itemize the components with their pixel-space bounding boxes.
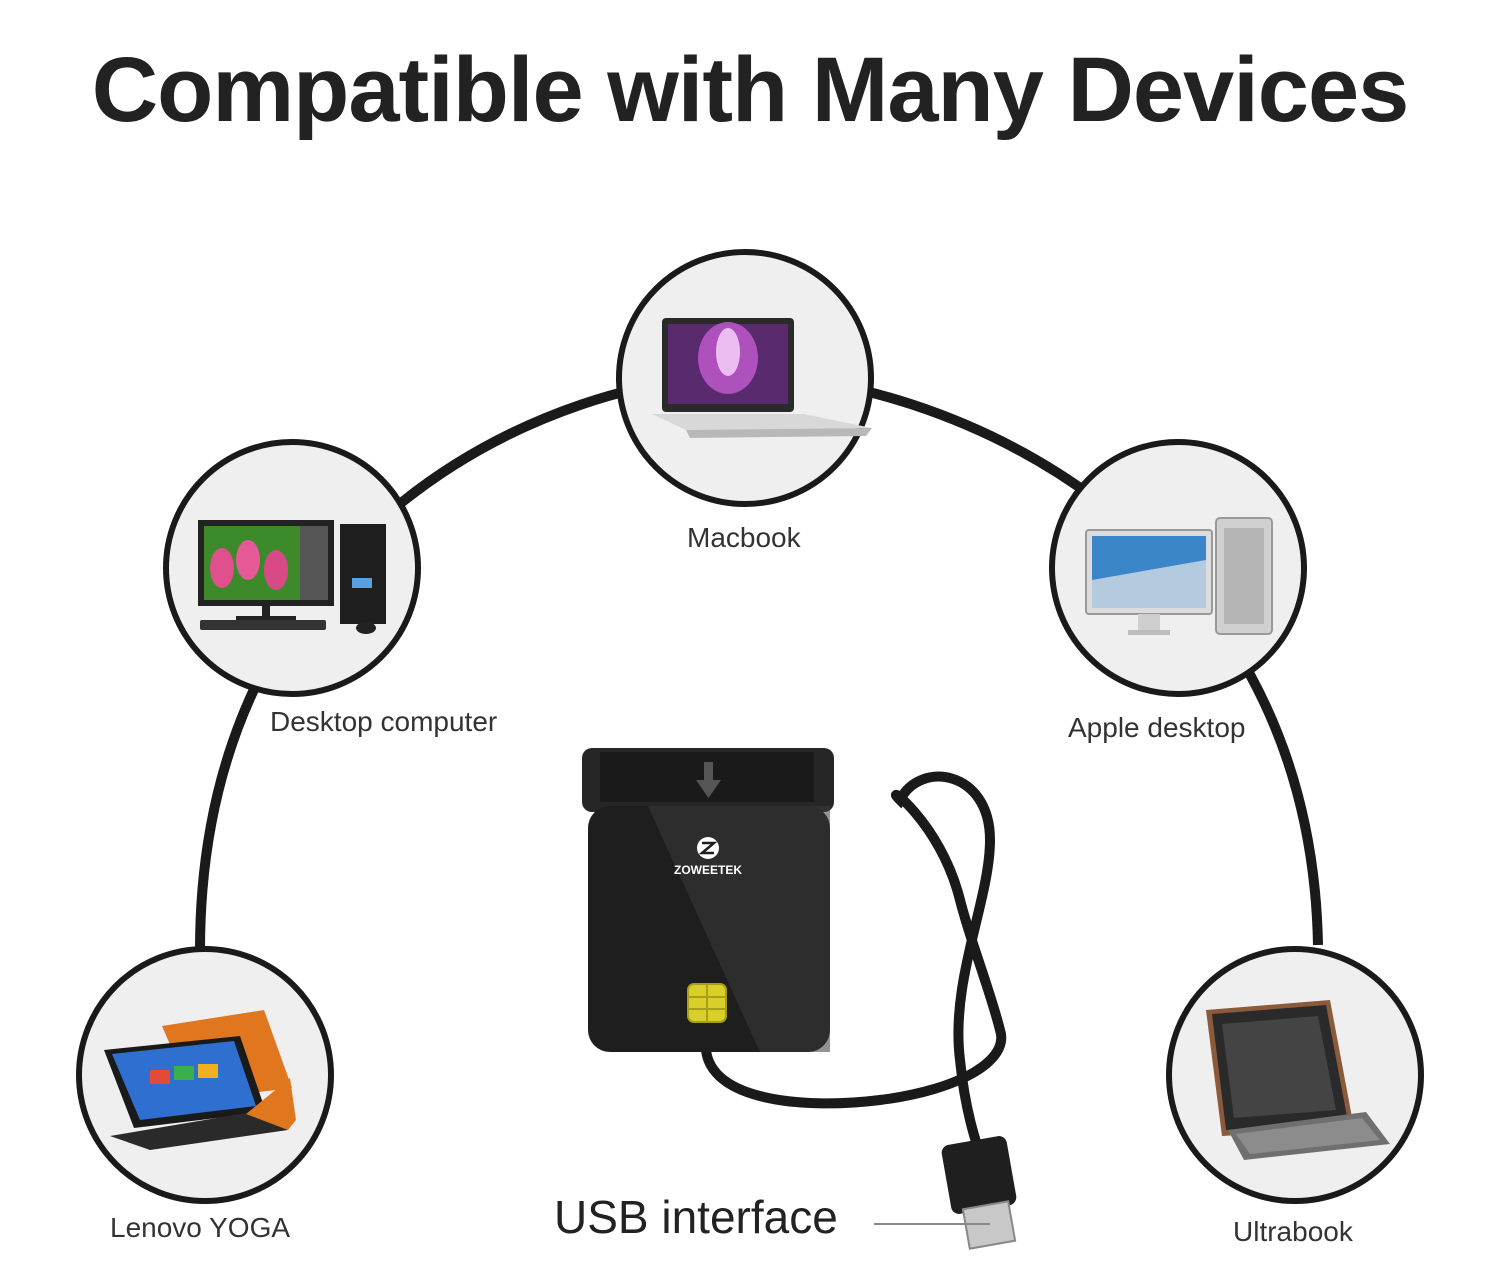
desktop-label: Desktop computer xyxy=(270,706,498,737)
apple-desktop-label: Apple desktop xyxy=(1068,712,1246,743)
page-title: Compatible with Many Devices xyxy=(91,39,1410,141)
desktop-icon xyxy=(198,520,386,634)
apple-desktop-circle xyxy=(1049,439,1307,697)
macbook-circle xyxy=(616,249,874,507)
macbook-icon xyxy=(652,318,872,438)
lenovo-icon xyxy=(104,1010,296,1150)
lenovo-circle xyxy=(76,946,334,1204)
insert-arrow-icon xyxy=(696,762,721,798)
usb-interface-label: USB interface xyxy=(554,1191,838,1243)
zoweetek-logo-icon: ZOWEETEK xyxy=(674,837,742,877)
ultrabook-circle xyxy=(1166,946,1424,1204)
lenovo-label: Lenovo YOGA xyxy=(110,1212,291,1243)
desktop-circle xyxy=(163,439,421,697)
apple-desktop-icon xyxy=(1085,517,1273,635)
brand-text: ZOWEETEK xyxy=(674,863,742,877)
smart-chip-icon xyxy=(687,983,727,1023)
ultrabook-label: Ultrabook xyxy=(1233,1216,1353,1247)
usb-plug-icon xyxy=(941,1136,1017,1250)
usb-cable xyxy=(700,771,1007,1175)
macbook-label: Macbook xyxy=(687,522,801,553)
card-reader: ZOWEETEK xyxy=(582,748,1017,1250)
ultrabook-icon xyxy=(1206,1000,1390,1160)
